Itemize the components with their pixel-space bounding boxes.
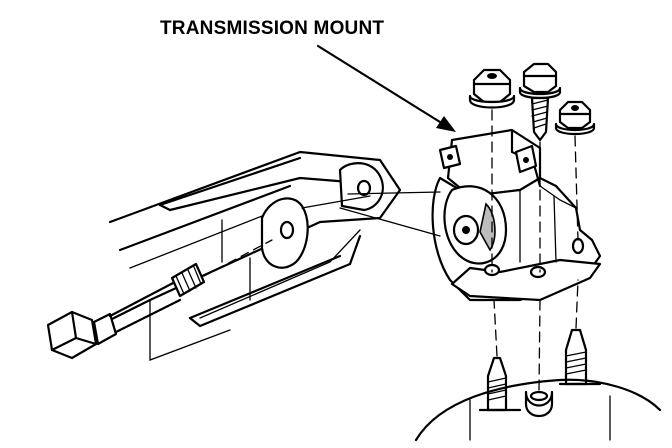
transmission-mount-label: TRANSMISSION MOUNT bbox=[160, 18, 385, 39]
leader-arrow bbox=[316, 44, 456, 132]
lower-stud-center bbox=[524, 299, 554, 418]
lower-stud-right bbox=[564, 279, 588, 386]
lower-stud-left bbox=[486, 299, 508, 412]
through-bolt bbox=[46, 239, 273, 360]
transmission-case bbox=[414, 378, 662, 442]
flange-bolt-center bbox=[518, 62, 562, 273]
flange-nut-right bbox=[554, 100, 596, 241]
flange-nut-left bbox=[468, 68, 516, 273]
transmission-mount bbox=[339, 128, 602, 302]
frame-bracket bbox=[260, 162, 384, 269]
